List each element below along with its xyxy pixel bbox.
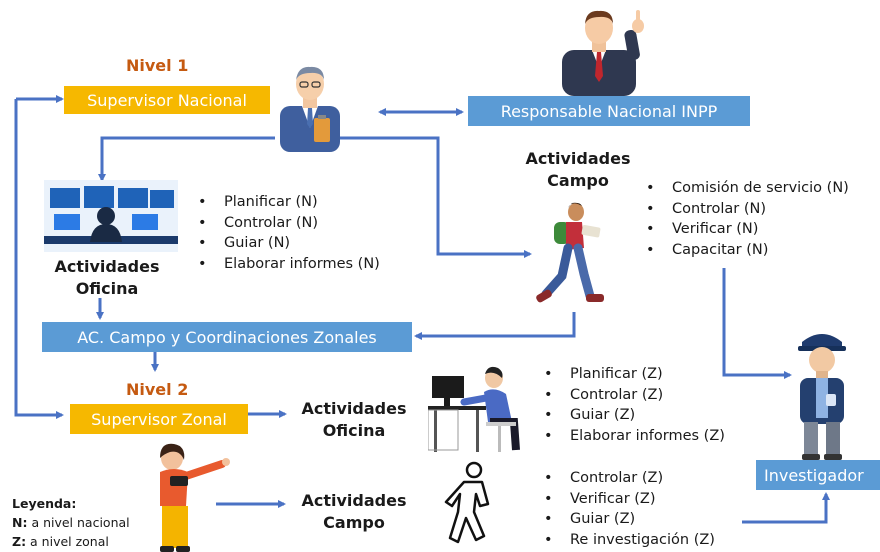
list-item: Controlar (N) [644, 199, 849, 220]
arrow-to-oficina [98, 136, 275, 182]
responsable-nacional-box: Responsable Nacional INPP [468, 96, 750, 126]
arrow-to-campo [340, 136, 532, 258]
list-item: Comisión de servicio (N) [644, 178, 849, 199]
legend-row-z: Z: a nivel zonal [12, 532, 130, 551]
legend: Leyenda: N: a nivel nacional Z: a nivel … [12, 494, 130, 551]
list-item: Controlar (Z) [542, 385, 725, 406]
oficina-nacional-list: Planificar (N) Controlar (N) Guiar (N) E… [196, 192, 380, 274]
list-item: Verificar (Z) [542, 489, 715, 510]
list-item: Guiar (N) [196, 233, 380, 254]
list-item: Controlar (Z) [542, 468, 715, 489]
list-item: Planificar (Z) [542, 364, 725, 385]
arrow-list-to-investigador [742, 492, 830, 524]
list-item: Guiar (Z) [542, 405, 725, 426]
list-item: Elaborar informes (N) [196, 254, 380, 275]
list-item: Planificar (N) [196, 192, 380, 213]
label-line: Actividades [301, 399, 407, 418]
level-2-label: Nivel 2 [126, 380, 189, 399]
legend-text: a nivel nacional [27, 515, 130, 530]
campo-zonal-list: Controlar (Z) Verificar (Z) Guiar (Z) Re… [542, 468, 715, 550]
label-line: Campo [547, 171, 609, 190]
oficina-zonal-list: Planificar (Z) Controlar (Z) Guiar (Z) E… [542, 364, 725, 446]
label-line: Actividades [301, 491, 407, 510]
legend-text: a nivel zonal [26, 534, 109, 549]
supervisor-nacional-box: Supervisor Nacional [64, 86, 270, 114]
legend-key: N: [12, 515, 28, 530]
label-line: Actividades [525, 149, 631, 168]
actividades-campo-label-1: Actividades Campo [512, 148, 644, 192]
arrow-campo-to-ac [414, 312, 576, 340]
walking-outline-icon [444, 461, 490, 544]
legend-row-n: N: a nivel nacional [12, 513, 130, 532]
list-item: Guiar (Z) [542, 509, 715, 530]
level-1-label: Nivel 1 [126, 56, 189, 75]
supervisor-zonal-box: Supervisor Zonal [70, 404, 248, 434]
arrow-to-supervisor-zonal [14, 99, 64, 419]
campo-nacional-list: Comisión de servicio (N) Controlar (N) V… [644, 178, 849, 260]
security-investigator-icon [798, 334, 846, 460]
person-at-desk-icon [428, 366, 520, 452]
label-line: Actividades [54, 257, 160, 276]
actividades-campo-label-2: Actividades Campo [290, 490, 418, 534]
walking-student-icon [536, 202, 604, 303]
legend-title: Leyenda: [12, 496, 77, 511]
woman-pointing-icon [160, 443, 230, 552]
list-item: Verificar (N) [644, 219, 849, 240]
label-line: Oficina [75, 279, 139, 298]
investigador-box: Investigador [756, 460, 880, 490]
list-item: Re investigación (Z) [542, 530, 715, 551]
list-item: Capacitar (N) [644, 240, 849, 261]
actividades-oficina-label-1: Actividades Oficina [44, 256, 170, 300]
ac-campo-coordinaciones-box: AC. Campo y Coordinaciones Zonales [42, 322, 412, 352]
list-item: Elaborar informes (Z) [542, 426, 725, 447]
arrow-to-investigador [722, 268, 792, 379]
control-room-operator-icon [44, 180, 178, 252]
man-pointing-up-icon [562, 10, 644, 96]
actividades-oficina-label-2: Actividades Oficina [290, 398, 418, 442]
man-with-clipboard-icon [280, 66, 340, 152]
label-line: Oficina [322, 421, 386, 440]
label-line: Campo [323, 513, 385, 532]
list-item: Controlar (N) [196, 213, 380, 234]
legend-key: Z: [12, 534, 27, 549]
